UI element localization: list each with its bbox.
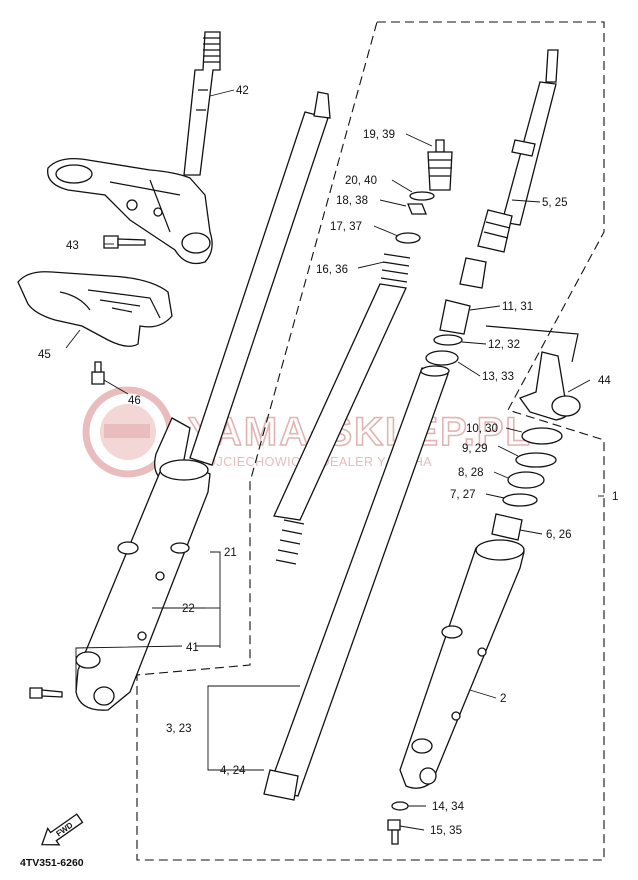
label-21: 21 xyxy=(224,547,237,559)
label-43: 43 xyxy=(66,240,79,252)
under-bracket xyxy=(47,157,213,265)
leader-lines xyxy=(65,89,591,831)
label-45: 45 xyxy=(38,349,51,361)
steering-stem xyxy=(183,31,221,176)
spring-bottom xyxy=(275,519,305,565)
label-18-38: 18, 38 xyxy=(336,195,368,207)
label-16-36: 16, 36 xyxy=(316,264,348,276)
watermark: YAMA-SKLEP.PL WOJCIECHOWICZ | DEALER YAM… xyxy=(82,386,532,478)
bushing-6 xyxy=(491,513,523,541)
label-20-40: 20, 40 xyxy=(345,175,377,187)
part-labels: 42 43 45 46 21 22 41 19, 39 20, 40 18, 3… xyxy=(38,85,618,837)
bushing-11 xyxy=(439,299,471,335)
label-17-37: 17, 37 xyxy=(330,221,362,233)
label-3-23: 3, 23 xyxy=(166,723,192,735)
spacer-tube xyxy=(273,283,407,521)
label-7-27: 7, 27 xyxy=(450,489,476,501)
right-outer-tube xyxy=(399,539,525,789)
left-inner-tube xyxy=(189,91,331,466)
label-9-29: 9, 29 xyxy=(462,443,488,455)
label-13-33: 13, 33 xyxy=(482,371,514,383)
cover-45 xyxy=(17,271,173,347)
watermark-title: YAMA-SKLEP.PL xyxy=(188,410,532,454)
damper-rod xyxy=(477,49,559,253)
cap-bolt-19 xyxy=(427,139,453,191)
label-11-31: 11, 31 xyxy=(502,301,533,313)
label-12-32: 12, 32 xyxy=(488,339,520,351)
fwd-arrow: FWD xyxy=(41,813,84,846)
left-outer-tube xyxy=(75,459,211,711)
clip-9 xyxy=(515,452,557,468)
fork-guard-44 xyxy=(518,351,581,421)
washer-12 xyxy=(433,334,463,346)
seal-13 xyxy=(425,350,459,366)
label-22: 22 xyxy=(182,603,195,615)
label-1: 1 xyxy=(612,491,618,503)
bolt-left-bottom xyxy=(29,687,63,699)
label-10-30: 10, 30 xyxy=(466,423,498,435)
right-inner-tube xyxy=(263,365,450,801)
label-42: 42 xyxy=(236,85,249,97)
label-41: 41 xyxy=(186,642,199,654)
group-outline-upper xyxy=(136,21,605,861)
label-19-39: 19, 39 xyxy=(363,129,395,141)
nut-18 xyxy=(407,203,427,215)
washer-14 xyxy=(391,801,409,811)
guard-bracket-line xyxy=(485,325,579,363)
washer-7 xyxy=(502,493,538,507)
label-4-24: 4, 24 xyxy=(220,765,246,777)
washer-17 xyxy=(395,232,421,244)
label-44: 44 xyxy=(598,375,611,387)
label-14-34: 14, 34 xyxy=(432,801,465,813)
label-5-25: 5, 25 xyxy=(542,197,568,209)
piston-11 xyxy=(459,257,487,289)
label-15-35: 15, 35 xyxy=(430,825,462,837)
bolt-46 xyxy=(91,361,105,385)
dust-seal-10 xyxy=(521,427,563,445)
label-8-28: 8, 28 xyxy=(458,467,484,479)
bolt-15 xyxy=(387,819,401,845)
spring-16 xyxy=(380,253,411,283)
bolt-43 xyxy=(103,235,146,249)
label-2: 2 xyxy=(500,693,506,705)
label-6-26: 6, 26 xyxy=(546,529,572,541)
part-code: 4TV351-6260 xyxy=(20,857,84,869)
o-ring-20 xyxy=(409,191,435,201)
oil-seal-8 xyxy=(507,471,545,489)
label-46: 46 xyxy=(128,395,141,407)
